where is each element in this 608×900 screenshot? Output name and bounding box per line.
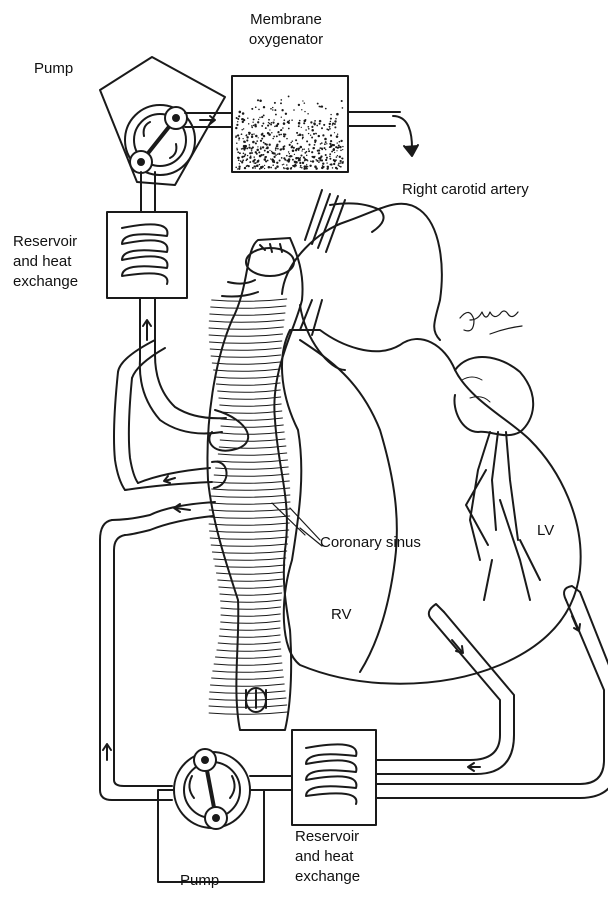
coronary-sinus-label: Coronary sinus — [320, 533, 421, 553]
tube-heart-drain-to-reservoir — [376, 586, 608, 798]
lv-label: LV — [537, 521, 554, 541]
tube-pump-to-upper-reservoir — [141, 172, 155, 212]
heart-illustration — [207, 190, 580, 730]
upper-reservoir-label: Reservoir and heat exchange — [13, 232, 78, 292]
tube-bottom-pump-to-reservoir — [250, 776, 292, 790]
bottom-pump-icon — [158, 749, 264, 882]
tube-left-return-loop — [100, 520, 172, 800]
bottom-pump-label: Pump — [180, 871, 219, 891]
membrane-oxygenator-icon — [232, 76, 348, 172]
membrane-oxygenator-label: Membrane oxygenator — [226, 10, 346, 50]
rv-label: RV — [331, 605, 352, 625]
tube-oxygenator-to-carotid — [348, 112, 418, 156]
lower-reservoir-icon — [292, 730, 376, 825]
upper-reservoir-icon — [107, 212, 187, 298]
right-carotid-artery-label: Right carotid artery — [402, 180, 529, 200]
lower-reservoir-label: Reservoir and heat exchange — [295, 827, 360, 887]
top-pump-label: Pump — [34, 59, 73, 79]
